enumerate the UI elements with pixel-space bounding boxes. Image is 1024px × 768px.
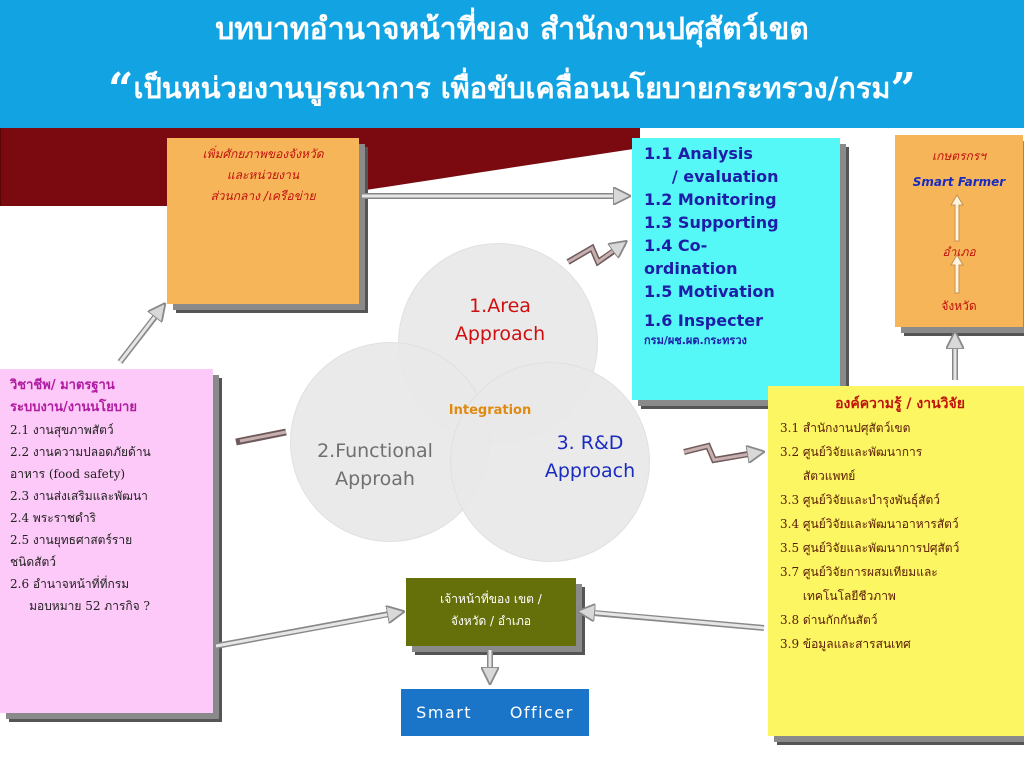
area-approach-line1: 1.Area (469, 295, 531, 317)
capacity-line3: ส่วนกลาง /เครือข่าย (210, 189, 316, 203)
yellow-item: 3.9 ข้อมูลและสารสนเทศ (780, 637, 911, 651)
pink-item: 2.6 อำนาจหน้าที่ที่กรม (10, 577, 130, 591)
header-banner (0, 0, 1024, 128)
rd-approach-line1: 3. R&D (556, 432, 624, 454)
function-motivation: 1.5 Motivation (644, 282, 775, 301)
area-approach-line2: Approach (454, 323, 546, 345)
function-coordination-1: 1.4 Co- (644, 236, 708, 255)
function-footer: กรม/ผช.ผต.กระทรวง (644, 334, 747, 347)
yellow-item: 3.7 ศูนย์วิจัยการผสมเทียมและ (780, 565, 938, 579)
officer-box: เจ้าหน้าที่ของ เขต / จังหวัด / อำเภอ (406, 578, 576, 646)
officer-line2: จังหวัด / อำเภอ (450, 614, 532, 628)
pink-item: 2.2 งานความปลอดภัยด้าน (10, 445, 151, 459)
pink-item: ชนิดสัตว์ (10, 555, 56, 569)
yellow-item: 3.5 ศูนย์วิจัยและพัฒนาการปศุสัตว์ (780, 541, 960, 555)
officer-line1: เจ้าหน้าที่ของ เขต / (440, 592, 542, 606)
area-approach-functions-box: 1.1 Analysis / evaluation 1.2 Monitoring… (632, 138, 840, 400)
pink-heading2: ระบบงาน/งานนโยบาย (10, 400, 137, 415)
area-approach-label: 1.Area Approach (420, 292, 580, 348)
province-label: จังหวัด (941, 299, 977, 313)
pink-item: 2.1 งานสุขภาพสัตว์ (10, 423, 114, 437)
functional-approach-line1: 2.Functional (317, 440, 433, 462)
function-analysis: 1.1 Analysis (644, 144, 753, 163)
function-inspecter: 1.6 Inspecter (644, 311, 763, 330)
pink-item: 2.5 งานยุทธศาสตร์ราย (10, 533, 133, 547)
farmer-label: เกษตรกรฯ (932, 149, 986, 163)
smart-officer-box: Smart Officer (401, 689, 589, 736)
capacity-line1: เพิ่มศักยภาพของจังหวัด (202, 147, 324, 161)
functional-approach-label: 2.Functional Approah (300, 437, 450, 493)
smart-farmer-label: Smart Farmer (912, 175, 1006, 189)
yellow-item: 3.8 ด่านกักกันสัตว์ (780, 613, 878, 627)
function-supporting: 1.3 Supporting (644, 213, 779, 232)
page-subtitle: “เป็นหน่วยงานบูรณาการ เพื่อขับเคลื่อนนโย… (0, 64, 1024, 115)
rd-approach-label: 3. R&D Approach (520, 429, 660, 485)
function-coordination-2: ordination (644, 259, 738, 278)
pink-item: 2.4 พระราชดำริ (10, 511, 97, 525)
pink-item: 2.3 งานส่งเสริมและพัฒนา (10, 489, 148, 503)
pink-item: อาหาร (food safety) (10, 467, 126, 481)
circle-rd-approach (450, 362, 650, 562)
up-arrow-icon (950, 194, 964, 242)
yellow-item: สัตวแพทย์ (780, 469, 856, 483)
yellow-item: เทคโนโลยีชีวภาพ (780, 589, 896, 603)
yellow-item: 3.1 สำนักงานปศุสัตว์เขต (780, 421, 911, 435)
capacity-line2: และหน่วยงาน (226, 168, 300, 182)
function-evaluation: / evaluation (644, 167, 779, 186)
yellow-heading: องค์ความรู้ / งานวิจัย (835, 396, 965, 412)
function-monitoring: 1.2 Monitoring (644, 190, 777, 209)
quote-close: ” (890, 64, 916, 115)
district-label: อำเภอ (942, 245, 976, 259)
yellow-item: 3.2 ศูนย์วิจัยและพัฒนาการ (780, 445, 923, 459)
pink-item: มอบหมาย 52 ภารกิจ ? (10, 599, 150, 613)
up-arrow-icon (950, 254, 964, 294)
functional-approach-line2: Approah (335, 468, 415, 490)
functional-approach-box: วิชาชีพ/ มาตรฐาน ระบบงาน/งานนโยบาย 2.1 ง… (0, 369, 213, 713)
rd-approach-line2: Approach (544, 460, 636, 482)
page-title: บทบาทอำนาจหน้าที่ของ สำนักงานปศุสัตว์เขต (215, 12, 809, 47)
rd-approach-box: องค์ความรู้ / งานวิจัย 3.1 สำนักงานปศุสั… (768, 386, 1024, 736)
capacity-building-box: เพิ่มศักยภาพของจังหวัด และหน่วยงาน ส่วนก… (167, 138, 359, 304)
yellow-item: 3.4 ศูนย์วิจัยและพัฒนาอาหารสัตว์ (780, 517, 959, 531)
integration-label: Integration (448, 403, 532, 418)
quote-open: “ (108, 64, 134, 115)
yellow-item: 3.3 ศูนย์วิจัยและบำรุงพันธุ์สัตว์ (780, 493, 941, 507)
smart-farmer-box: เกษตรกรฯ Smart Farmer อำเภอ จังหวัด (895, 135, 1023, 327)
subtitle-text: เป็นหน่วยงานบูรณาการ เพื่อขับเคลื่อนนโยบ… (133, 71, 891, 105)
pink-heading1: วิชาชีพ/ มาตรฐาน (10, 378, 115, 393)
